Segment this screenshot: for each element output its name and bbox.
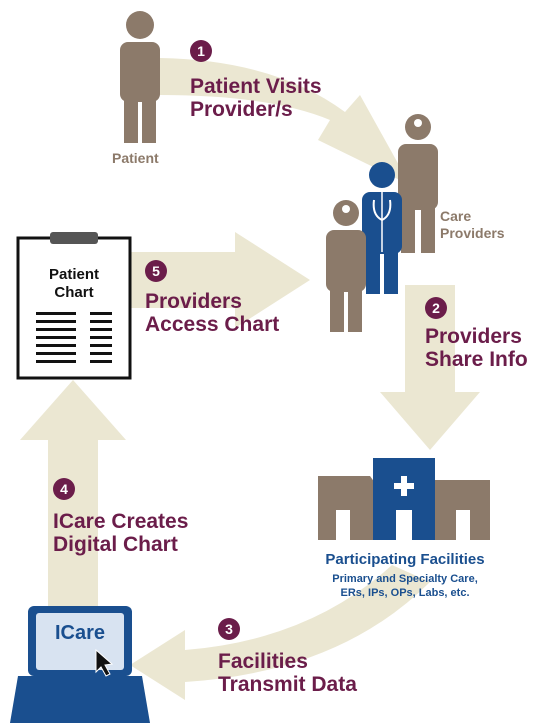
step-1-title-line2: Provider/s xyxy=(190,98,293,121)
provider-figure-front xyxy=(326,200,366,332)
care-providers-label-line1: Care xyxy=(440,208,472,224)
step-5-title-line2: Access Chart xyxy=(145,313,280,336)
care-providers-label-line2: Providers xyxy=(440,225,505,241)
facilities-subtitle-line1: Primary and Specialty Care, xyxy=(332,573,478,585)
step-3-number: 3 xyxy=(218,618,240,640)
step-1-title: Patient Visits Provider/s xyxy=(190,75,322,121)
step-5-title: Providers Access Chart xyxy=(145,290,279,336)
step-2-number: 2 xyxy=(425,297,447,319)
step-5-title-line1: Providers xyxy=(145,290,242,313)
step-5-number: 5 xyxy=(145,260,167,282)
icare-screen-label: ICare xyxy=(54,622,106,644)
facilities-subtitle: Primary and Specialty Care, ERs, IPs, OP… xyxy=(290,572,520,600)
provider-figure-back xyxy=(398,114,438,253)
step-3-title: Facilities Transmit Data xyxy=(218,650,357,696)
icare-computer xyxy=(10,606,150,723)
step-2-title-line2: Share Info xyxy=(425,348,528,371)
patient-chart-title: Patient Chart xyxy=(34,266,114,302)
step-2-title: Providers Share Info xyxy=(425,325,528,371)
arrow-chart-to-providers xyxy=(125,232,310,328)
step-4-title-line1: ICare Creates xyxy=(53,510,189,533)
care-providers-label: Care Providers xyxy=(440,208,505,242)
step-2-title-line1: Providers xyxy=(425,325,522,348)
step-3-title-line1: Facilities xyxy=(218,650,308,673)
step-1-title-line1: Patient Visits xyxy=(190,75,322,98)
facilities-buildings xyxy=(318,458,490,540)
step-4-title: ICare Creates Digital Chart xyxy=(53,510,188,556)
arrow-facilities-to-computer xyxy=(130,565,430,700)
arrow-patient-to-providers xyxy=(160,58,410,185)
step-1-number: 1 xyxy=(190,40,212,62)
patient-chart-title-line1: Patient xyxy=(48,266,99,283)
patient-figure xyxy=(120,11,160,143)
patient-label: Patient xyxy=(112,150,159,166)
patient-chart-title-line2: Chart xyxy=(54,284,94,301)
arrow-computer-to-chart xyxy=(20,380,126,615)
facilities-subtitle-line2: ERs, IPs, OPs, Labs, etc. xyxy=(340,587,470,599)
step-4-number: 4 xyxy=(53,478,75,500)
step-4-title-line2: Digital Chart xyxy=(53,533,178,556)
arrow-providers-to-facilities xyxy=(380,285,480,450)
step-3-title-line2: Transmit Data xyxy=(218,673,357,696)
patient-chart-clipboard xyxy=(16,232,132,380)
facilities-title: Participating Facilities xyxy=(325,551,485,568)
